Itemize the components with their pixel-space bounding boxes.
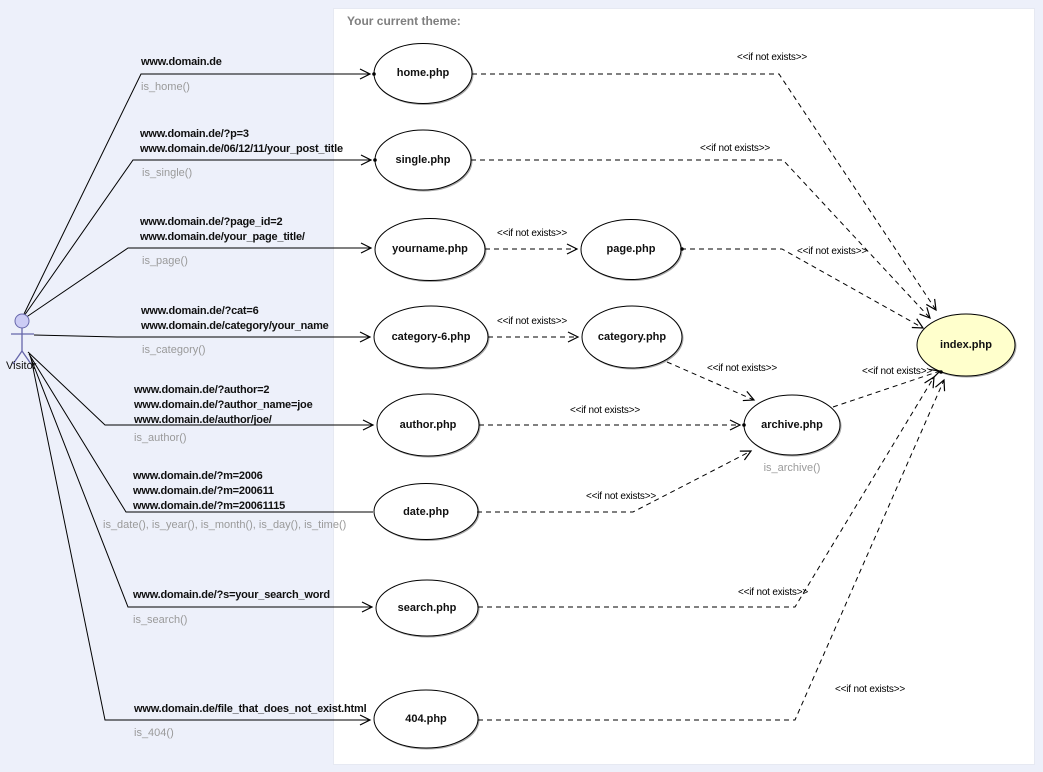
edge-visitor-404 — [30, 357, 372, 726]
edge-visitor-date — [28, 353, 373, 513]
url-group-404: www.domain.de/file_that_does_not_exist.h… — [134, 702, 367, 717]
stereotype-category6-category: <<if not exists>> — [497, 316, 567, 327]
url-line: www.domain.de/?cat=6 — [141, 305, 259, 317]
visitor-actor — [11, 313, 34, 365]
url-line: www.domain.de/?author_name=joe — [134, 399, 313, 411]
url-group-search: www.domain.de/?s=your_search_word — [133, 588, 330, 603]
url-group-single: www.domain.de/?p=3 www.domain.de/06/12/1… — [140, 127, 343, 157]
node-label-author: author.php — [399, 419, 457, 431]
visitor-request-edges — [23, 68, 375, 726]
actor-leg-right — [21, 350, 32, 365]
node-label-single: single.php — [395, 154, 451, 166]
url-line: www.domain.de/?p=3 — [140, 128, 249, 140]
url-group-date: www.domain.de/?m=2006 www.domain.de/?m=2… — [133, 469, 285, 514]
stereotype-date-archive: <<if not exists>> — [586, 491, 656, 502]
edge-archive-index — [832, 368, 942, 408]
theme-panel — [333, 8, 1035, 765]
stereotype-category-archive: <<if not exists>> — [707, 363, 777, 374]
fallback-edges — [471, 73, 946, 721]
fn-label-is-404: is_404() — [134, 727, 174, 739]
actor-head — [14, 313, 30, 329]
fn-label-is-archive: is_archive() — [763, 462, 821, 474]
edge-visitor-search — [29, 355, 374, 613]
stereotype-page-index: <<if not exists>> — [797, 246, 867, 257]
actor-leg-left — [12, 350, 23, 365]
edge-visitor-yourname — [24, 242, 373, 319]
fn-label-is-category: is_category() — [142, 344, 206, 356]
edge-search-index — [478, 375, 935, 608]
actor-label: Visitor — [6, 360, 37, 372]
fn-label-is-author: is_author() — [134, 432, 187, 444]
node-label-page: page.php — [606, 243, 656, 255]
url-line: www.domain.de/author/joe/ — [134, 414, 272, 426]
edge-visitor-home — [23, 68, 372, 315]
url-line: www.domain.de/category/your_name — [141, 320, 329, 332]
fn-label-is-page: is_page() — [142, 255, 188, 267]
url-line: www.domain.de/?author=2 — [134, 384, 270, 396]
edge-date-archive — [477, 450, 753, 513]
edge-visitor-author — [27, 351, 375, 431]
url-line: www.domain.de/?m=200611 — [133, 485, 274, 497]
url-line: www.domain.de/?page_id=2 — [140, 216, 283, 228]
node-index — [916, 313, 1016, 377]
url-line: www.domain.de/your_page_title/ — [140, 231, 305, 243]
url-line: www.domain.de/06/12/11/your_post_title — [140, 143, 343, 155]
url-line: www.domain.de/?m=20061115 — [133, 500, 286, 512]
node-label-search: search.php — [397, 602, 457, 614]
node-label-404: 404.php — [405, 713, 447, 725]
url-line: www.domain.de/file_that_does_not_exist.h… — [134, 703, 367, 715]
url-line: www.domain.de/?s=your_search_word — [133, 589, 330, 601]
edge-page-index — [681, 248, 925, 329]
edge-single-index — [471, 159, 931, 319]
node-label-yourname: yourname.php — [392, 243, 468, 255]
url-group-category: www.domain.de/?cat=6 www.domain.de/categ… — [141, 304, 329, 334]
url-group-home: www.domain.de — [141, 55, 222, 70]
stereotype-search-index: <<if not exists>> — [738, 587, 808, 598]
junction-dots — [372, 72, 943, 427]
edge-category-archive — [666, 361, 756, 402]
stereotype-single-index: <<if not exists>> — [700, 143, 770, 154]
url-line: www.domain.de/?m=2006 — [133, 470, 263, 482]
fn-label-is-home: is_home() — [141, 81, 190, 93]
node-label-home: home.php — [396, 67, 450, 79]
node-label-category6: category-6.php — [391, 331, 471, 343]
panel-title: Your current theme: — [347, 14, 461, 28]
fn-label-is-single: is_single() — [142, 167, 193, 179]
stereotype-archive-index: <<if not exists>> — [862, 366, 932, 377]
node-label-index: index.php — [940, 339, 992, 351]
stereotype-home-index: <<if not exists>> — [737, 52, 807, 63]
edge-404-index — [478, 378, 946, 721]
stereotype-404-index: <<if not exists>> — [835, 684, 905, 695]
fn-label-is-date: is_date(), is_year(), is_month(), is_day… — [103, 519, 347, 531]
fn-label-is-search: is_search() — [133, 614, 188, 626]
node-label-archive: archive.php — [761, 419, 823, 431]
node-label-date: date.php — [403, 506, 449, 518]
node-search — [375, 579, 479, 637]
url-group-page: www.domain.de/?page_id=2 www.domain.de/y… — [140, 215, 305, 245]
stereotype-yourname-page: <<if not exists>> — [497, 228, 567, 239]
stereotype-author-archive: <<if not exists>> — [570, 405, 640, 416]
url-group-author: www.domain.de/?author=2 www.domain.de/?a… — [134, 383, 313, 428]
url-line: www.domain.de — [141, 56, 222, 68]
edge-home-index — [472, 73, 937, 312]
node-category — [581, 305, 683, 369]
edge-visitor-category6 — [33, 331, 372, 343]
template-node-ellipses — [373, 43, 1016, 749]
node-404 — [373, 689, 479, 749]
edge-visitor-single — [23, 154, 373, 317]
node-label-category: category.php — [597, 331, 667, 343]
